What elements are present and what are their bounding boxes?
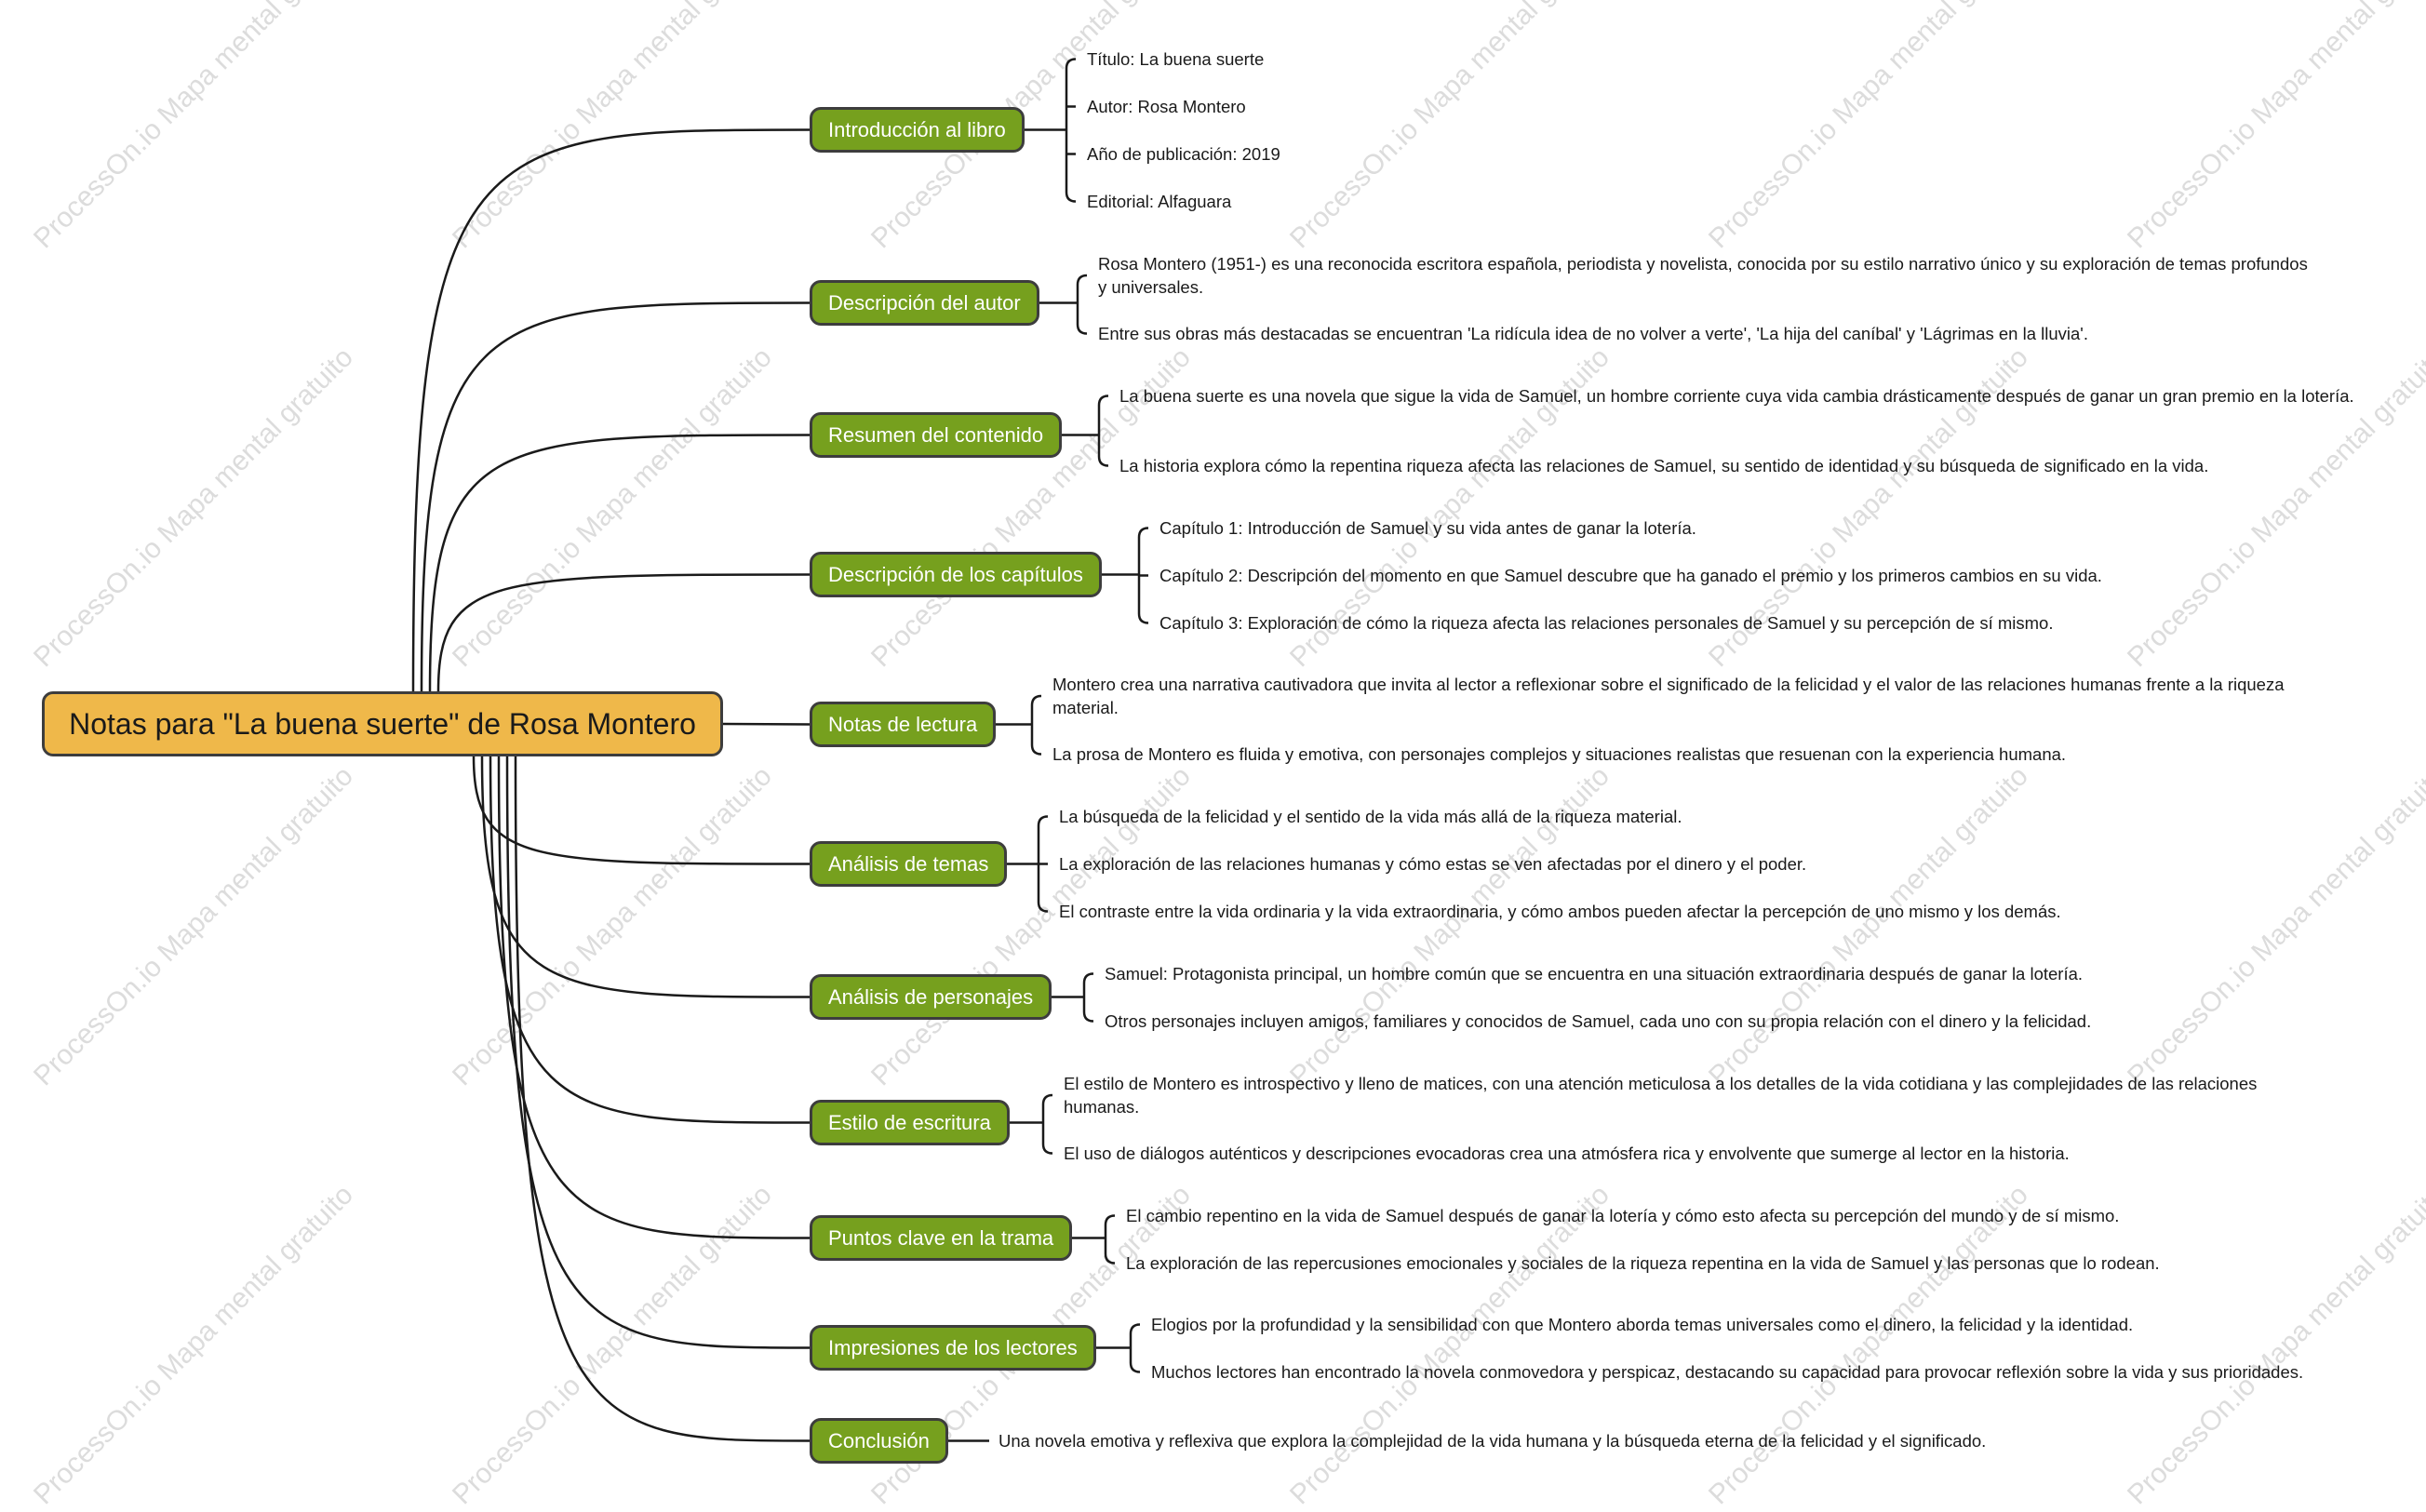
branch-label: Impresiones de los lectores (828, 1335, 1078, 1359)
leaf-bracket (1076, 274, 1088, 335)
root-node[interactable]: Notas para "La buena suerte" de Rosa Mon… (42, 691, 723, 756)
root-branch-connector (420, 301, 811, 692)
leaf-bracket (1082, 972, 1094, 1023)
leaf-item: Capítulo 2: Descripción del momento en q… (1159, 566, 2102, 585)
leaf-item: El estilo de Montero es introspectivo y … (1064, 1074, 2258, 1117)
branch-analisis-personajes[interactable]: Análisis de personajes (810, 974, 1052, 1020)
branch-estilo-escritura[interactable]: Estilo de escritura (810, 1100, 1010, 1145)
leaf-item: Rosa Montero (1951-) es una reconocida e… (1098, 254, 2308, 297)
leaf-item: El uso de diálogos auténticos y descripc… (1064, 1144, 2070, 1163)
leaf-item: La búsqueda de la felicidad y el sentido… (1059, 807, 1682, 826)
root-branch-connector (472, 756, 811, 865)
branch-label: Resumen del contenido (828, 422, 1044, 447)
leaf-item: Título: La buena suerte (1087, 49, 1265, 69)
leaf-item: Samuel: Protagonista principal, un hombr… (1105, 964, 2084, 983)
branch-descripcion-autor[interactable]: Descripción del autor (810, 280, 1039, 326)
root-branch-connector (436, 573, 811, 692)
leaf-bracket (1065, 58, 1077, 203)
branch-analisis-temas[interactable]: Análisis de temas (810, 841, 1008, 887)
root-label: Notas para "La buena suerte" de Rosa Mon… (69, 706, 696, 741)
root-branch-connector (489, 756, 811, 1124)
leaf-item: Entre sus obras más destacadas se encuen… (1098, 324, 2088, 343)
leaf-item: Capítulo 1: Introducción de Samuel y su … (1159, 518, 1696, 538)
leaf-item: La exploración de las relaciones humanas… (1059, 854, 1807, 874)
branch-label: Conclusión (828, 1428, 930, 1452)
branch-label: Descripción del autor (828, 290, 1021, 314)
branch-introduccion[interactable]: Introducción al libro (810, 107, 1025, 153)
leaf-item: Una novela emotiva y reflexiva que explo… (999, 1431, 1987, 1451)
branch-label: Análisis de personajes (828, 984, 1034, 1009)
branch-label: Introducción al libro (828, 117, 1006, 141)
leaf-item: Editorial: Alfaguara (1087, 192, 1232, 211)
leaf-bracket (1129, 1323, 1141, 1373)
root-branch-connector (514, 756, 811, 1442)
root-branch-connector (722, 722, 811, 726)
leaf-item: La prosa de Montero es fluida y emotiva,… (1052, 744, 2067, 764)
leaf-item: El contraste entre la vida ordinaria y l… (1059, 902, 2061, 921)
leaf-item: Montero crea una narrativa cautivadora q… (1052, 675, 2285, 717)
leaf-bracket (1104, 1214, 1116, 1264)
branch-resumen[interactable]: Resumen del contenido (810, 412, 1063, 458)
leaf-item: Otros personajes incluyen amigos, famili… (1105, 1011, 2092, 1031)
leaf-bracket (1041, 1093, 1053, 1155)
branch-puntos-clave[interactable]: Puntos clave en la trama (810, 1215, 1073, 1261)
branch-conclusion[interactable]: Conclusión (810, 1418, 948, 1464)
root-branch-connector (428, 434, 811, 692)
leaf-item: La buena suerte es una novela que sigue … (1119, 386, 2354, 406)
root-branch-connector (480, 756, 811, 998)
leaf-item: La exploración de las repercusiones emoc… (1126, 1253, 2160, 1273)
leaf-item: El cambio repentino en la vida de Samuel… (1126, 1206, 2120, 1225)
leaf-bracket (1030, 694, 1042, 756)
branch-label: Análisis de temas (828, 851, 989, 876)
leaf-item: Muchos lectores han encontrado la novela… (1151, 1362, 2304, 1382)
root-branch-connector (497, 756, 811, 1239)
branch-label: Estilo de escritura (828, 1110, 991, 1134)
branch-notas-lectura[interactable]: Notas de lectura (810, 702, 997, 747)
root-branch-connector (411, 128, 811, 692)
root-branch-connector (505, 756, 811, 1349)
leaf-item: Año de publicación: 2019 (1087, 144, 1280, 164)
leaf-item: Capítulo 3: Exploración de cómo la rique… (1159, 613, 2054, 633)
branch-label: Notas de lectura (828, 712, 978, 736)
leaf-item: La historia explora cómo la repentina ri… (1119, 456, 2209, 475)
branch-capitulos[interactable]: Descripción de los capítulos (810, 552, 1102, 597)
leaf-item: Autor: Rosa Montero (1087, 97, 1246, 116)
leaf-item: Elogios por la profundidad y la sensibil… (1151, 1315, 2134, 1334)
branch-impresiones[interactable]: Impresiones de los lectores (810, 1325, 1096, 1371)
branch-label: Descripción de los capítulos (828, 562, 1083, 586)
leaf-bracket (1097, 395, 1109, 467)
branch-label: Puntos clave en la trama (828, 1225, 1054, 1250)
